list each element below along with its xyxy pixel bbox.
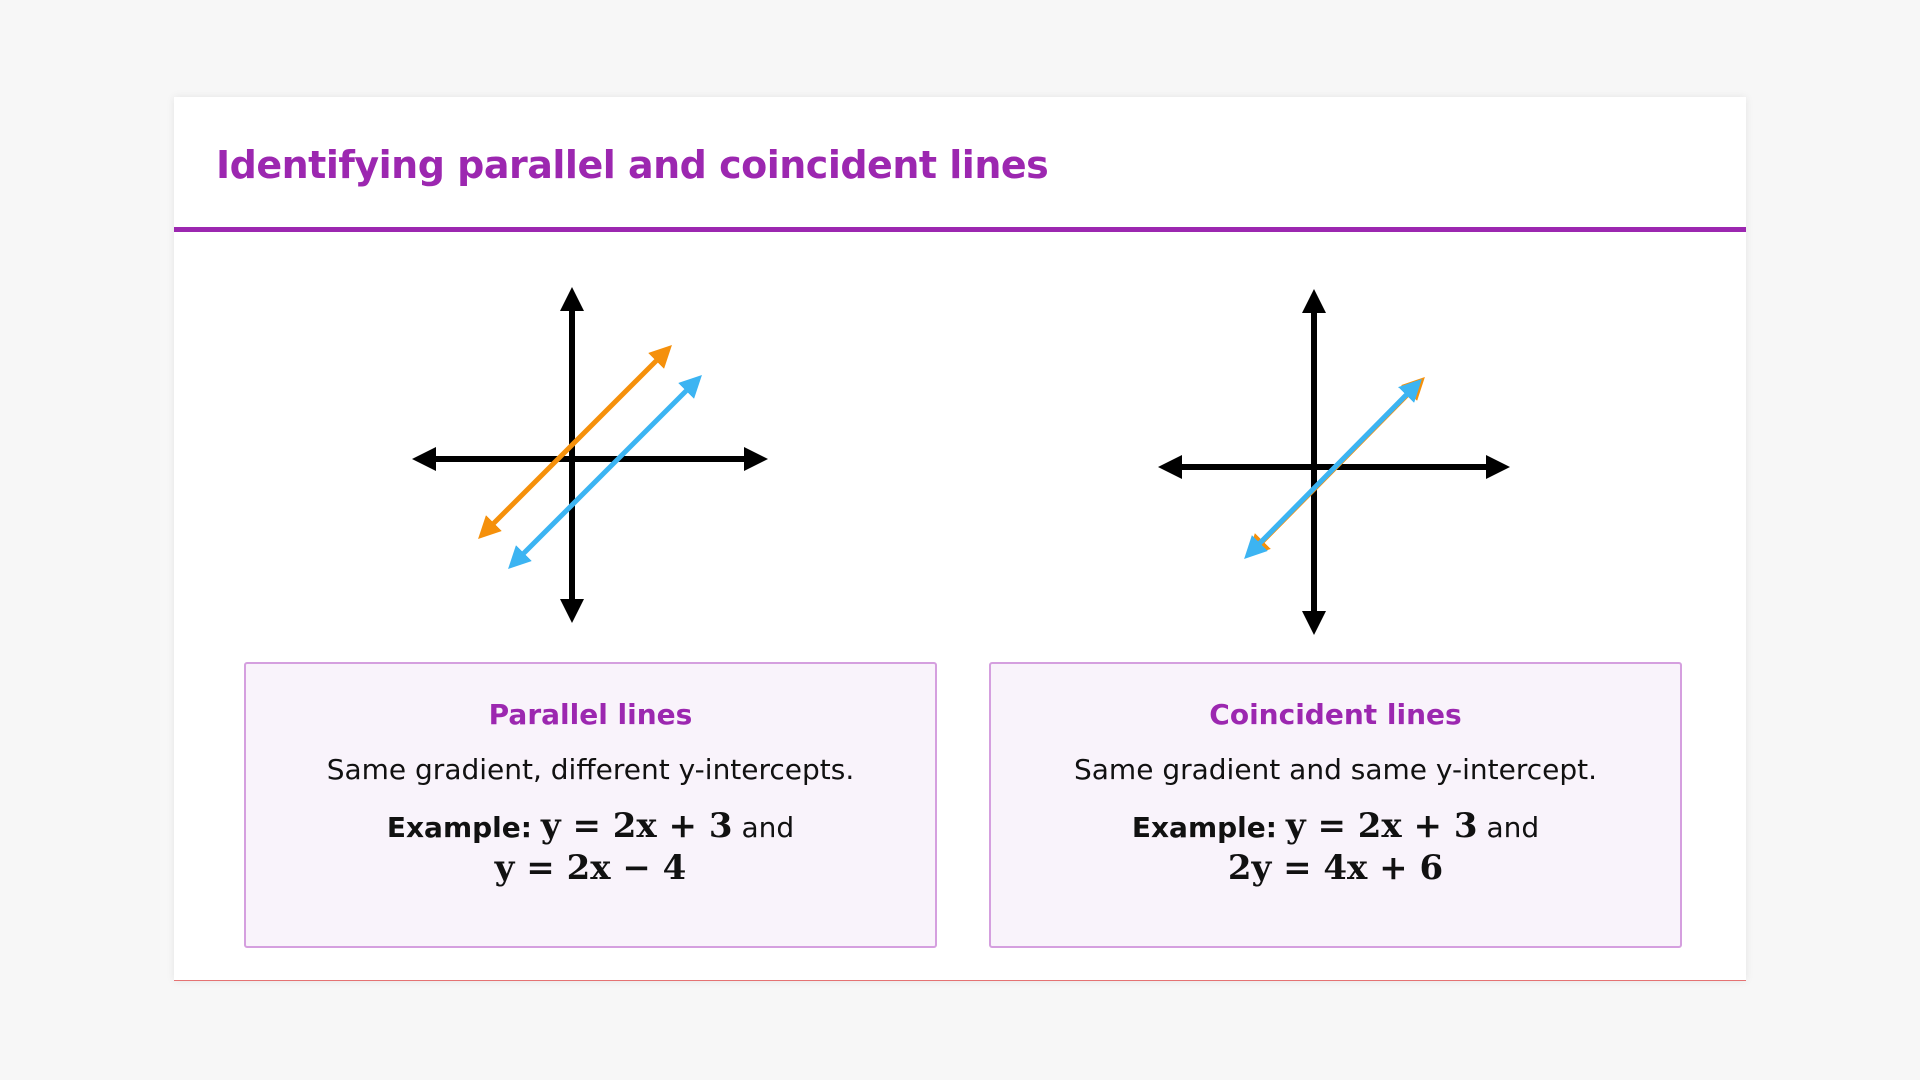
box-description: Same gradient, different y-intercepts. xyxy=(326,753,855,786)
connector-text: and xyxy=(1486,811,1540,844)
equation-2: 2y = 4x + 6 xyxy=(1227,848,1444,888)
coincident-lines-graph xyxy=(1158,289,1510,635)
slide: Identifying parallel and coincident line… xyxy=(174,97,1746,981)
parallel-lines-graph xyxy=(412,287,768,623)
equation-1: y = 2x + 3 xyxy=(1285,806,1478,846)
box-example: Example: y = 2x + 3 and 2y = 4x + 6 xyxy=(991,806,1680,888)
slide-header: Identifying parallel and coincident line… xyxy=(174,97,1746,232)
coincident-lines-box: Coincident lines Same gradient and same … xyxy=(989,662,1682,948)
box-description: Same gradient and same y-intercept. xyxy=(1074,753,1597,786)
blue-line xyxy=(1244,378,1422,560)
box-title: Parallel lines xyxy=(488,698,693,731)
equation-2: y = 2x − 4 xyxy=(494,848,687,888)
slide-title: Identifying parallel and coincident line… xyxy=(216,143,1049,187)
equation-1: y = 2x + 3 xyxy=(540,806,733,846)
box-title: Coincident lines xyxy=(1209,698,1462,731)
blue-line xyxy=(508,375,702,569)
example-label: Example: xyxy=(386,811,532,844)
bottom-rule xyxy=(174,980,1746,981)
example-label: Example: xyxy=(1131,811,1277,844)
connector-text: and xyxy=(741,811,795,844)
parallel-lines-box: Parallel lines Same gradient, different … xyxy=(244,662,937,948)
box-example: Example: y = 2x + 3 and y = 2x − 4 xyxy=(246,806,935,888)
